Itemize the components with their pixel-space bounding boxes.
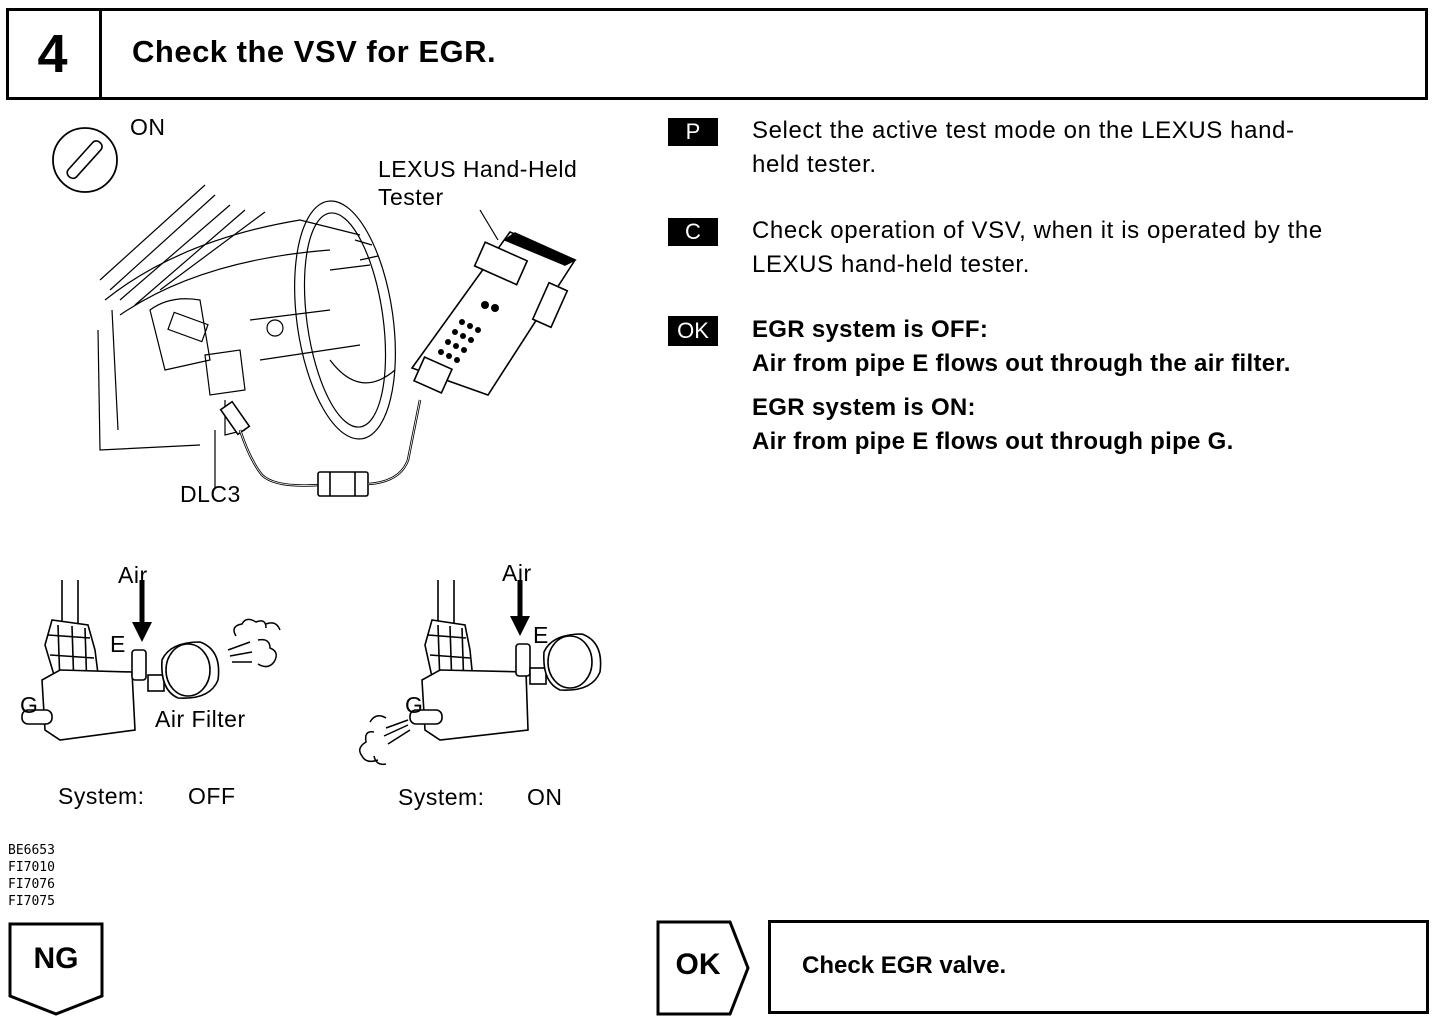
- step-number: 4: [6, 8, 102, 100]
- procedure-badge: P: [668, 118, 718, 146]
- procedure-line2: held tester.: [752, 151, 877, 178]
- valve-off-system-label: System:: [58, 783, 145, 809]
- valve-on-port-e-label: E: [533, 622, 549, 648]
- valve-off-state: OFF: [188, 783, 236, 809]
- ignition-switch-icon: [52, 127, 118, 193]
- air-puff-icon: [359, 715, 411, 766]
- ng-branch-shape: [8, 922, 104, 1016]
- ok-condition-line1: EGR system is OFF:: [752, 316, 989, 343]
- dlc3-label: DLC3: [180, 481, 241, 507]
- ok-condition-text: EGR system is OFF: Air from pipe E flows…: [752, 313, 1291, 459]
- valve-off-filter-label: Air Filter: [155, 706, 246, 732]
- figure-code: FI7010: [8, 860, 55, 875]
- valve-off-port-g-label: G: [20, 692, 39, 718]
- dlc3-connector-drawing: [214, 399, 422, 497]
- valve-on-port-g-label: G: [405, 692, 424, 718]
- ng-label: NG: [33, 942, 79, 975]
- ok-condition-line4: Air from pipe E flows out through pipe G…: [752, 428, 1234, 455]
- ok-condition-badge: OK: [668, 316, 718, 346]
- procedure-text: Select the active test mode on the LEXUS…: [752, 114, 1295, 182]
- tester-connection-illustration: [52, 127, 577, 497]
- ok-action-text: Check EGR valve.: [802, 952, 1007, 979]
- tester-label-line1: LEXUS Hand-Held: [378, 156, 578, 182]
- vsv-on-illustration: [359, 580, 602, 766]
- tester-label-line2: Tester: [378, 184, 444, 210]
- check-line1: Check operation of VSV, when it is opera…: [752, 217, 1323, 244]
- check-line2: LEXUS hand-held tester.: [752, 251, 1030, 278]
- valve-on-air-label: Air: [502, 560, 532, 586]
- valve-on-system-label: System:: [398, 784, 485, 810]
- ok-label: OK: [675, 948, 721, 981]
- vsv-off-illustration: [21, 580, 281, 741]
- figure-codes: BE6653 FI7010 FI7076 FI7075: [8, 842, 55, 910]
- step-title: Check the VSV for EGR.: [132, 34, 497, 69]
- dashboard-drawing: [97, 184, 396, 451]
- valve-off-port-e-label: E: [110, 631, 126, 657]
- ignition-on-label: ON: [130, 114, 166, 140]
- check-text: Check operation of VSV, when it is opera…: [752, 214, 1323, 282]
- ok-condition-line3: EGR system is ON:: [752, 394, 976, 421]
- air-puff-icon: [227, 618, 281, 668]
- valve-on-state: ON: [527, 784, 563, 810]
- check-badge: C: [668, 218, 718, 246]
- figure-code: FI7075: [8, 894, 55, 909]
- step-header: [6, 8, 1428, 100]
- ok-branch-shape: [656, 920, 750, 1016]
- hand-held-tester-drawing: [410, 209, 577, 396]
- figure-code: BE6653: [8, 843, 55, 858]
- valve-off-air-label: Air: [118, 562, 148, 588]
- ok-condition-line2: Air from pipe E flows out through the ai…: [752, 350, 1291, 377]
- figure-code: FI7076: [8, 877, 55, 892]
- procedure-line1: Select the active test mode on the LEXUS…: [752, 117, 1295, 144]
- ok-result-box: [768, 920, 1429, 1014]
